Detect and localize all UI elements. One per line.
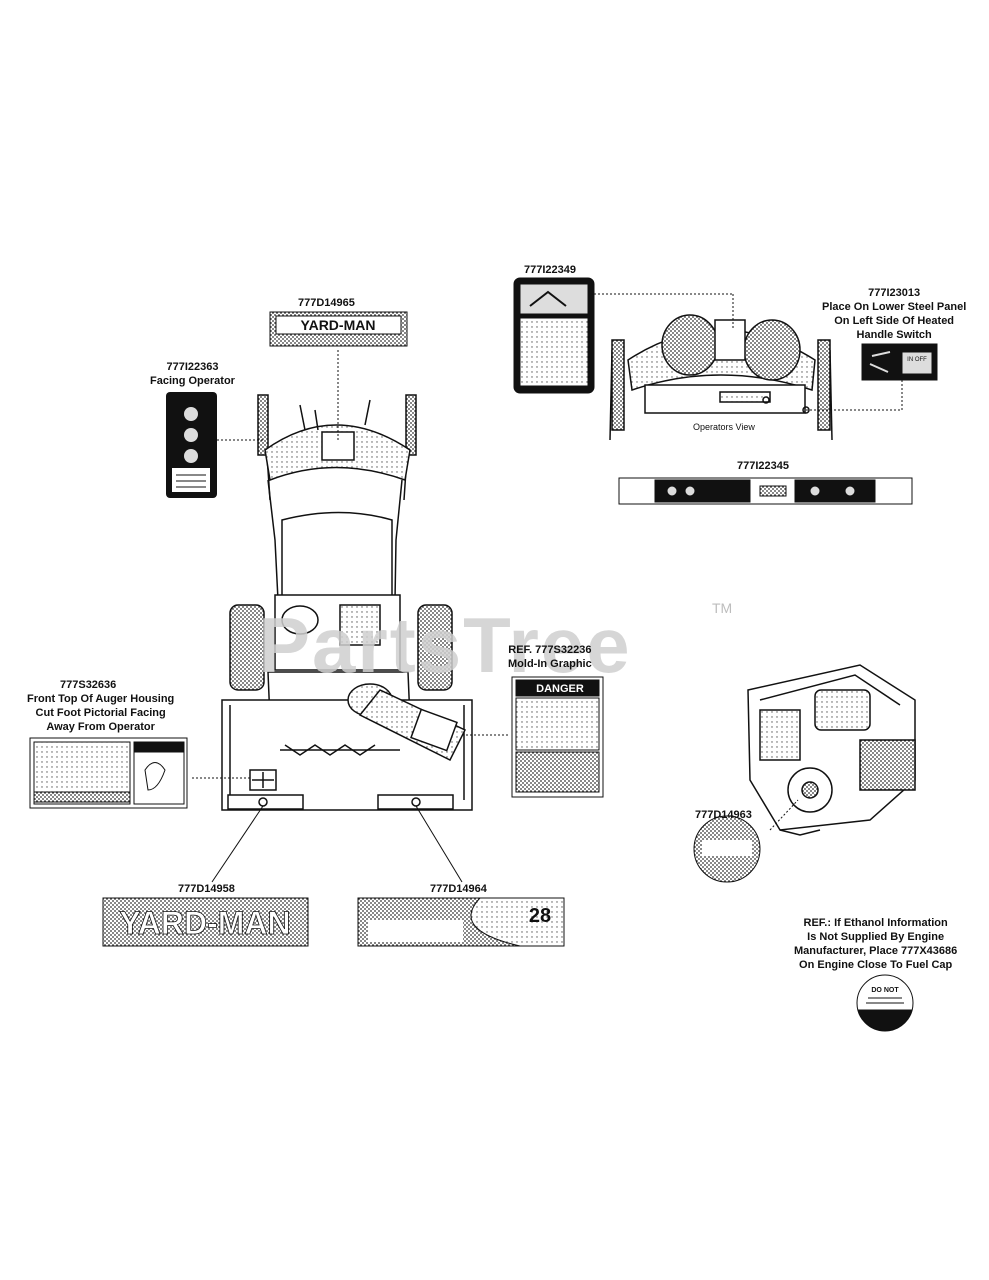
decal-777I22363 (166, 392, 217, 498)
decal-777D14963 (693, 815, 761, 883)
label-777I23013-note1: Place On Lower Steel Panel (822, 301, 967, 313)
label-777I23013-part: 777I23013 (868, 287, 921, 299)
decal-777D14965: YARD-MAN (269, 311, 408, 347)
label-777S32636-note2: Cut Foot Pictorial Facing (35, 707, 166, 719)
leader-lines-bottom (211, 805, 463, 883)
label-777I22363-part: 777I22363 (166, 361, 219, 373)
label-777I22345: 777I22345 (737, 460, 789, 472)
decal-777S32636 (29, 737, 188, 809)
ethanol-ref-line3: Manufacturer, Place 777X43686 (794, 945, 958, 957)
label-777I22363: 777I22363 Facing Operator (150, 360, 235, 388)
ethanol-ref-line2: Is Not Supplied By Engine (807, 931, 945, 943)
snowthrower-top-view (221, 394, 473, 811)
label-777I23013-note2: On Left Side Of Heated (834, 315, 955, 327)
decal-28-text: 28 (529, 905, 551, 927)
decal-777D14964: 28 (357, 897, 565, 947)
label-777I23013: 777I23013 Place On Lower Steel Panel On … (822, 286, 966, 342)
label-777S32636-note3: Away From Operator (46, 721, 155, 733)
engine-drawing (747, 664, 916, 836)
leader-lines-left (192, 350, 510, 779)
watermark: PartsTree (258, 601, 632, 689)
label-777D14963: 777D14963 (695, 809, 752, 821)
decal-danger-text: DANGER (536, 683, 584, 695)
trademark-symbol: TM (712, 600, 733, 616)
ethanol-ref-note: REF.: If Ethanol Information Is Not Supp… (794, 916, 957, 972)
decal-do-not-text: DO NOT (871, 987, 899, 994)
label-777S32236-part: REF. 777S32236 (508, 644, 592, 656)
decal-in-off-text: IN OFF (907, 357, 927, 363)
label-777S32636: 777S32636 Front Top Of Auger Housing Cut… (27, 678, 174, 734)
ethanol-ref-line4: On Engine Close To Fuel Cap (799, 959, 953, 971)
label-777D14965: 777D14965 (298, 297, 355, 309)
label-777S32636-part: 777S32636 (60, 679, 117, 691)
label-777I22349: 777I22349 (524, 264, 576, 276)
decal-777S32236: DANGER (511, 676, 604, 798)
leader-lines-right (594, 293, 903, 411)
label-777D14964: 777D14964 (430, 883, 487, 895)
label-777I23013-note3: Handle Switch (856, 329, 932, 341)
decal-yardman-small-text: YARD-MAN (301, 317, 376, 333)
decal-777I23013: IN OFF (861, 343, 938, 381)
label-777I22363-note: Facing Operator (150, 375, 235, 387)
label-777S32636-note1: Front Top Of Auger Housing (27, 693, 175, 705)
label-777S32236: REF. 777S32236 Mold-In Graphic (508, 643, 592, 671)
decal-777D14958: YARD-MAN (102, 897, 309, 947)
decal-ethanol: DO NOT (856, 974, 914, 1032)
leader-line-engine (769, 799, 799, 831)
operators-view-assembly (609, 314, 833, 441)
decal-777I22349 (513, 277, 595, 394)
label-777S32236-note: Mold-In Graphic (508, 658, 592, 670)
decal-yardman-text: YARD-MAN (119, 905, 290, 941)
ethanol-ref-line1: REF.: If Ethanol Information (803, 917, 948, 929)
label-operators-view: Operators View (693, 422, 755, 432)
label-777D14958: 777D14958 (178, 883, 235, 895)
decal-777I22345 (618, 477, 913, 505)
